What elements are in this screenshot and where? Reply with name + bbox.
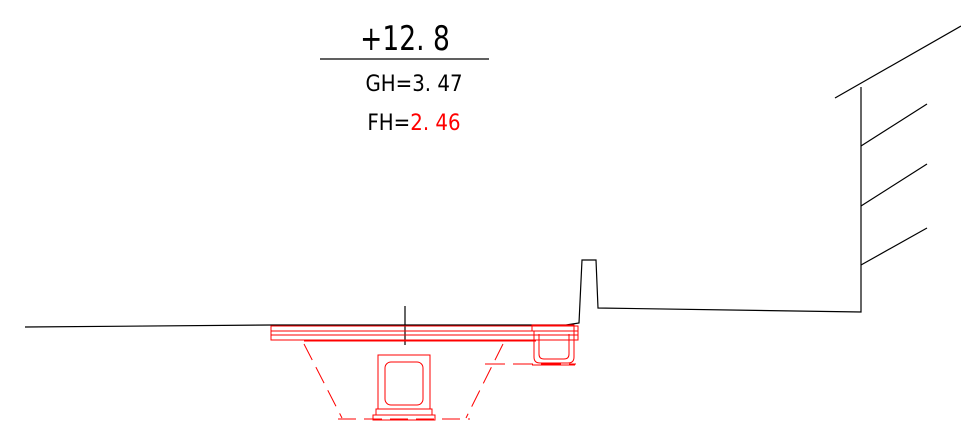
culvert-inner bbox=[384, 361, 424, 406]
ditch-body bbox=[533, 331, 575, 364]
station-label: +12. 8 bbox=[360, 20, 450, 59]
culvert-foot bbox=[372, 414, 436, 421]
slope-line-4 bbox=[860, 227, 928, 266]
slope-line-top bbox=[834, 25, 961, 99]
culvert-base bbox=[375, 408, 433, 416]
road-section bbox=[270, 324, 579, 421]
slope-line-2 bbox=[860, 103, 928, 147]
ditch-inner bbox=[538, 334, 570, 360]
fh-value: 2. 46 bbox=[410, 110, 460, 135]
fh-label: FH=2. 46 bbox=[367, 110, 460, 135]
ditch-cover bbox=[531, 324, 575, 332]
pavement-layer-2 bbox=[270, 330, 579, 336]
gh-label: GH=3. 47 bbox=[365, 71, 462, 96]
ground-profile bbox=[24, 25, 961, 345]
trench-left-wall bbox=[303, 343, 343, 419]
slope-line-3 bbox=[860, 163, 928, 207]
left-ground-line bbox=[24, 87, 862, 328]
trench-right-wall bbox=[465, 343, 504, 419]
fh-prefix: FH= bbox=[367, 110, 410, 135]
pavement-layer-3 bbox=[270, 334, 579, 341]
